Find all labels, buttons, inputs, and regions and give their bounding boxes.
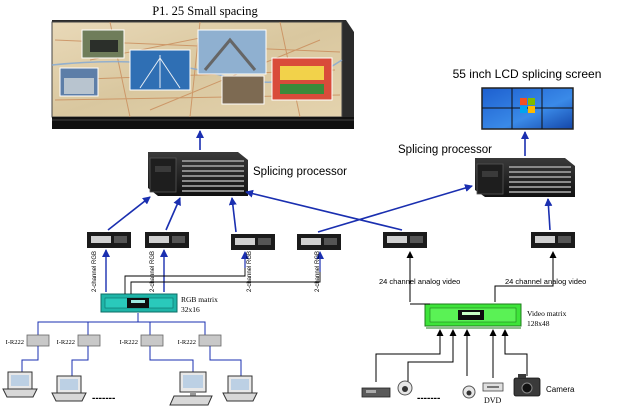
converter-tree (37, 313, 206, 335)
photo-street (221, 75, 265, 105)
dvr-recorder-icon (361, 387, 391, 398)
converter-1 (26, 334, 50, 347)
laptop-icon-2 (51, 375, 87, 402)
more-sources-dots: ------- (417, 393, 440, 404)
capture-box-6 (531, 232, 575, 248)
converter-3 (140, 334, 164, 347)
rgb-outputs (102, 249, 168, 292)
converter-4 (198, 334, 222, 347)
arrow-box2-to-left (165, 197, 181, 231)
video-matrix-size: 128x48 (527, 319, 550, 328)
laptop-icon-1 (2, 371, 38, 398)
rgb-matrix-size: 32x16 (181, 305, 200, 314)
capture-box-4 (297, 234, 341, 250)
dome-camera-icon-2 (462, 385, 476, 399)
laptop-icon-3 (222, 375, 258, 402)
video-wall (51, 20, 354, 129)
converter-label-2: I-R222 (57, 339, 75, 346)
dvd-player-icon (482, 382, 504, 392)
analog-outputs (406, 251, 557, 302)
dome-camera-icon (397, 380, 413, 396)
rgb-matrix (100, 293, 178, 313)
rgb-channel-label-3: 2-channel RGB (247, 251, 253, 292)
arrow-box6-to-right (544, 198, 553, 231)
more-computers-dots: ------- (92, 393, 115, 404)
converter-2 (77, 334, 101, 347)
rgb-channel-label-4: 2-channel RGB (315, 251, 321, 292)
converter-label-1: I-R222 (6, 339, 24, 346)
windows-logo-icon (520, 98, 535, 113)
converter-label-3: I-R222 (120, 339, 138, 346)
capture-boxes (87, 232, 575, 250)
video-matrix-label: Video matrix (527, 309, 567, 318)
rgb-channel-label-1: 2-channel RGB (92, 251, 98, 292)
signal-arrows (107, 130, 553, 233)
rgb-channel-label-2: 2-channel RGB (150, 251, 156, 292)
splicing-processor-right-label: Splicing processor (398, 144, 492, 156)
rgb-matrix-label: RGB matrix (181, 295, 218, 304)
capture-box-5 (383, 232, 427, 248)
dvd-label: DVD (484, 396, 502, 405)
arrow-box4-to-right (317, 184, 473, 233)
desktop-computer-icon (169, 371, 213, 406)
video-matrix (424, 303, 522, 329)
lcd-title: 55 inch LCD splicing screen (453, 67, 602, 81)
camera-icon (513, 374, 541, 397)
lcd-splicing-screen (481, 87, 574, 130)
video-source-links (375, 329, 528, 382)
splicing-processor-left-label: Splicing processor (253, 166, 347, 178)
capture-box-1 (87, 232, 131, 248)
arrow-box3-to-left (228, 197, 237, 233)
capture-box-2 (145, 232, 189, 248)
wall-title: P1. 25 Small spacing (152, 4, 258, 18)
arrow-box1-to-left (107, 196, 151, 231)
splicing-processor-right (475, 158, 575, 197)
capture-box-3 (231, 234, 275, 250)
arrow-box5-to-left (245, 189, 403, 231)
splicing-processor-left (148, 152, 248, 196)
converter-label-4: I-R222 (178, 339, 196, 346)
analog-label-left: 24 channel analog video (379, 277, 460, 286)
analog-label-right: 24 channel analog video (505, 277, 586, 286)
camera-label: Camera (546, 385, 575, 394)
